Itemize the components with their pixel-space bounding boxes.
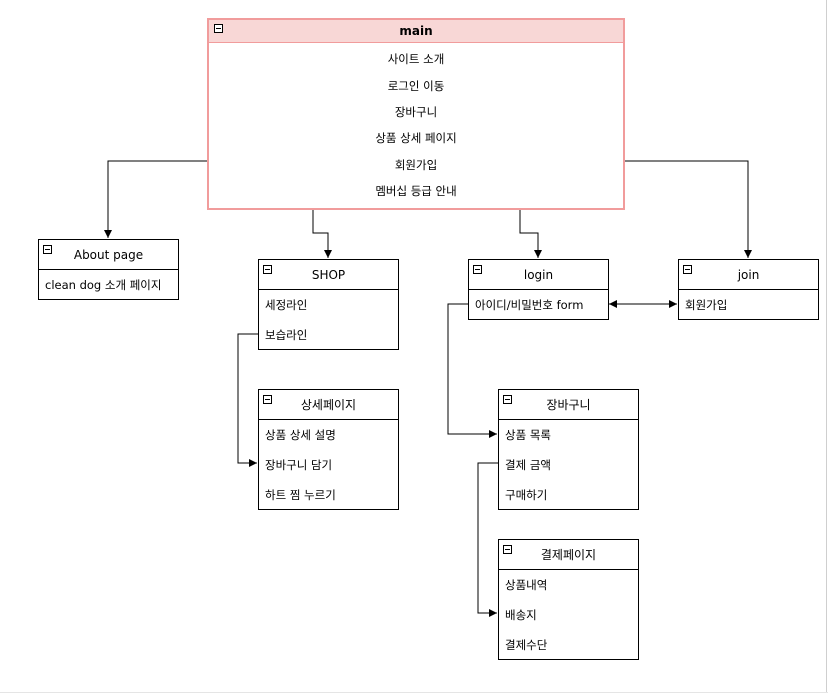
cart-node-title: 장바구니 xyxy=(546,398,591,412)
main-node[interactable]: main 사이트 소개 로그인 이동 장바구니 상품 상세 페이지 회원가입 멤… xyxy=(207,18,625,210)
detail-item: 하트 찜 누르기 xyxy=(265,488,336,502)
cart-item: 구매하기 xyxy=(505,488,548,502)
detail-node[interactable]: 상세페이지 상품 상세 설명 장바구니 담기 하트 찜 누르기 xyxy=(258,389,399,510)
join-item: 회원가입 xyxy=(685,298,728,312)
join-node-title: join xyxy=(737,267,760,282)
payment-item: 배송지 xyxy=(505,608,537,622)
main-item: 장바구니 xyxy=(394,104,438,119)
canvas-edge-right xyxy=(826,0,827,693)
edge-cart-to-payment xyxy=(477,462,498,617)
about-node[interactable]: About page clean dog 소개 페이지 xyxy=(38,239,179,300)
cart-node[interactable]: 장바구니 상품 목록 결제 금액 구매하기 xyxy=(498,389,639,510)
edge-main-to-about xyxy=(104,160,208,238)
shop-node-header: SHOP xyxy=(259,260,398,290)
edge-main-to-join xyxy=(624,160,752,258)
main-item: 상품 상세 페이지 xyxy=(375,131,457,146)
login-item: 아이디/비밀번호 form xyxy=(475,298,584,312)
edge-shop-to-detail xyxy=(237,333,258,467)
detail-node-title: 상세페이지 xyxy=(300,398,357,412)
payment-node[interactable]: 결제페이지 상품내역 배송지 결제수단 xyxy=(498,539,639,660)
main-item: 멤버십 등급 안내 xyxy=(375,184,457,199)
main-node-header: main xyxy=(209,20,623,43)
collapse-icon[interactable] xyxy=(503,395,512,404)
about-node-title: About page xyxy=(73,247,144,262)
detail-item: 장바구니 담기 xyxy=(265,458,333,472)
shop-item: 보습라인 xyxy=(265,328,308,342)
edge-main-to-shop xyxy=(312,209,332,258)
detail-node-header: 상세페이지 xyxy=(259,390,398,420)
shop-node-title: SHOP xyxy=(311,267,346,282)
main-node-title: main xyxy=(399,24,433,38)
collapse-icon[interactable] xyxy=(473,265,482,274)
collapse-icon[interactable] xyxy=(683,265,692,274)
collapse-icon[interactable] xyxy=(43,245,52,254)
join-node[interactable]: join 회원가입 xyxy=(678,259,819,320)
collapse-icon[interactable] xyxy=(263,395,272,404)
join-node-header: join xyxy=(679,260,818,290)
cart-item: 상품 목록 xyxy=(505,428,551,442)
about-node-header: About page xyxy=(39,240,178,270)
edge-main-to-login xyxy=(519,209,542,258)
payment-item: 결제수단 xyxy=(505,638,548,652)
detail-item: 상품 상세 설명 xyxy=(265,428,336,442)
about-item: clean dog 소개 페이지 xyxy=(45,278,162,292)
shop-item: 세정라인 xyxy=(265,298,308,312)
shop-node[interactable]: SHOP 세정라인 보습라인 xyxy=(258,259,399,350)
payment-node-header: 결제페이지 xyxy=(499,540,638,570)
edge-login-to-cart xyxy=(447,303,497,438)
login-node[interactable]: login 아이디/비밀번호 form xyxy=(468,259,609,320)
cart-node-header: 장바구니 xyxy=(499,390,638,420)
payment-node-title: 결제페이지 xyxy=(540,548,597,562)
collapse-icon[interactable] xyxy=(503,545,512,554)
main-item: 사이트 소개 xyxy=(387,52,445,67)
main-item: 로그인 이동 xyxy=(387,78,445,93)
collapse-icon[interactable] xyxy=(214,24,223,33)
login-node-title: login xyxy=(523,267,554,282)
payment-item: 상품내역 xyxy=(505,578,548,592)
cart-item: 결제 금액 xyxy=(505,458,551,472)
collapse-icon[interactable] xyxy=(263,265,272,274)
main-item: 회원가입 xyxy=(394,157,438,172)
login-node-header: login xyxy=(469,260,608,290)
